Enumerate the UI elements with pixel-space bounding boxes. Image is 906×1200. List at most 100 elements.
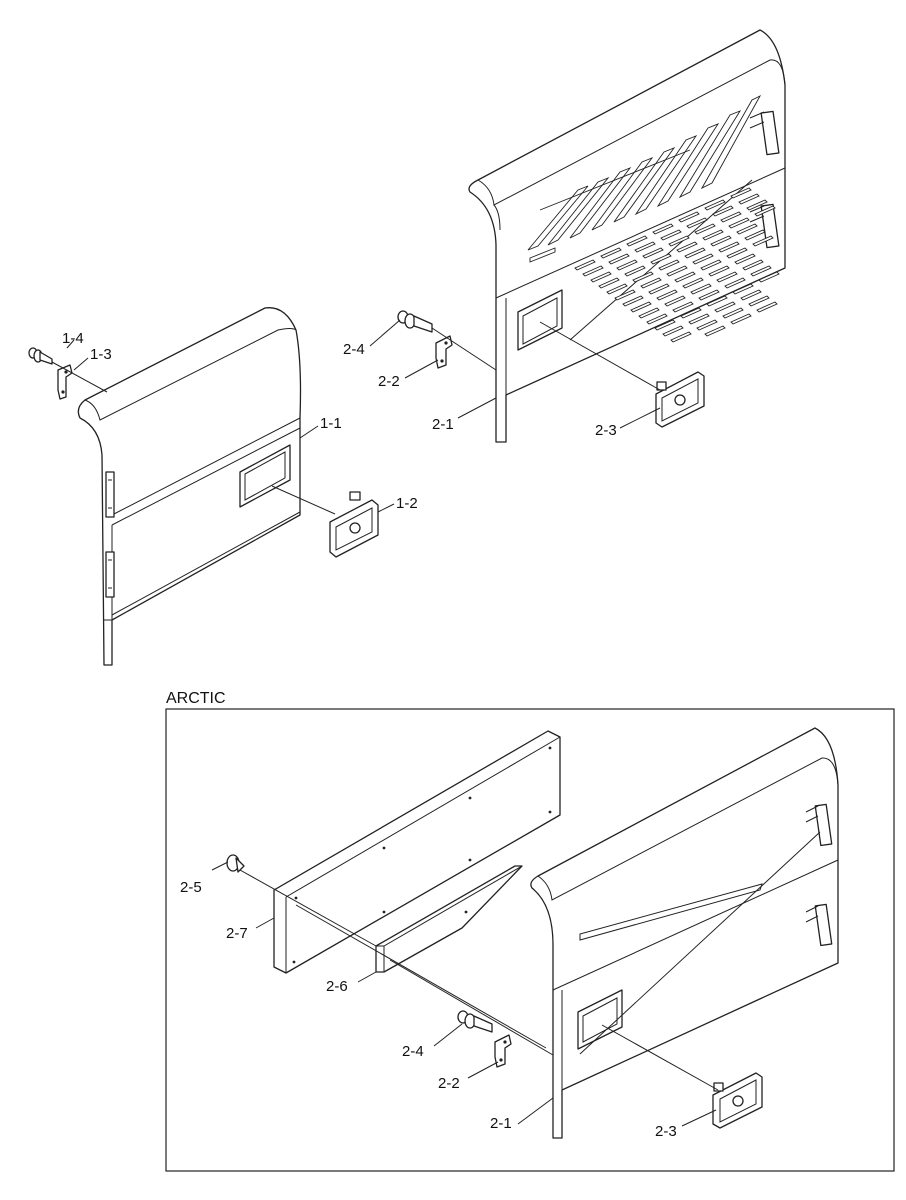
callout-1-1: 1-1	[320, 415, 342, 432]
callout-2-2-top: 2-2	[378, 373, 400, 390]
insulation-board-2-7	[273, 730, 561, 974]
perforation-slot	[590, 271, 612, 283]
latch-2-3-top	[655, 371, 705, 428]
callout-2-5: 2-5	[180, 879, 202, 896]
callout-2-1-arctic: 2-1	[490, 1115, 512, 1132]
perforation-slot	[662, 325, 684, 337]
perforation-slot	[582, 265, 604, 277]
callout-2-3-top: 2-3	[595, 422, 617, 439]
perforation-slot	[614, 289, 636, 301]
callout-2-3-arctic: 2-3	[655, 1123, 677, 1140]
perforation-slot	[684, 247, 706, 259]
perforation-slot	[730, 187, 752, 199]
perforation-slot	[606, 283, 628, 295]
perforation-slot	[626, 235, 648, 247]
callout-2-4-top: 2-4	[343, 341, 365, 358]
perforation-slot	[688, 313, 710, 325]
clip-2-2-arctic	[494, 1034, 512, 1068]
perforation-slot	[740, 289, 762, 301]
perforation-slot	[640, 277, 662, 289]
arctic-frame	[165, 708, 895, 1172]
perforation-slot	[696, 319, 718, 331]
perforation-slot	[726, 247, 748, 259]
perforation-slot	[648, 283, 670, 295]
perforation-slot	[704, 199, 726, 211]
perforation-slot	[624, 265, 646, 277]
perforation-slots-top	[527, 94, 762, 263]
perforation-slot	[700, 259, 722, 271]
perforation-slot	[730, 313, 752, 325]
perforation-slot	[698, 289, 720, 301]
perforation-slot	[744, 229, 766, 241]
perforation-slot	[654, 319, 676, 331]
plug-2-5	[226, 854, 245, 873]
perforation-slot	[656, 289, 678, 301]
callout-1-2: 1-2	[396, 495, 418, 512]
perforation-slot	[632, 271, 654, 283]
perforation-slot	[694, 223, 716, 235]
clip-1-3	[57, 364, 73, 400]
perforation-slot	[748, 295, 770, 307]
perforation-slot	[728, 217, 750, 229]
perforation-slot	[722, 307, 744, 319]
perforation-slot	[676, 241, 698, 253]
perforation-slot	[680, 307, 702, 319]
arctic-section-title: ARCTIC	[166, 690, 226, 707]
bolt-2-4-top	[397, 310, 433, 333]
perforation-slot	[724, 277, 746, 289]
perforation-slot	[608, 253, 630, 265]
perforation-slot	[646, 313, 668, 325]
perforation-slot	[630, 301, 652, 313]
perforation-slot	[692, 253, 714, 265]
perforation-slot	[672, 301, 694, 313]
perforation-slot	[670, 331, 692, 343]
perforation-slot	[750, 265, 772, 277]
perforation-slot	[746, 199, 768, 211]
side-door-panel-2-1-top	[468, 29, 786, 443]
perforation-slot	[652, 223, 674, 235]
perforation-slot	[714, 301, 736, 313]
callout-2-1-top: 2-1	[432, 416, 454, 433]
perforation-slot	[716, 271, 738, 283]
perforation-slot	[622, 295, 644, 307]
perforation-slot	[598, 277, 620, 289]
callout-2-7: 2-7	[226, 925, 248, 942]
perforation-slot	[756, 301, 778, 313]
perforation-slot	[742, 259, 764, 271]
perforation-slot	[600, 247, 622, 259]
callout-2-2-arctic: 2-2	[438, 1075, 460, 1092]
perforation-slot	[738, 193, 760, 205]
perforation-slot	[668, 235, 690, 247]
perforation-slot	[682, 277, 704, 289]
perforation-slot	[712, 205, 734, 217]
perforation-slot	[732, 283, 754, 295]
perforation-slot	[720, 211, 742, 223]
callout-2-4-arctic: 2-4	[402, 1043, 424, 1060]
perforation-slot	[634, 241, 656, 253]
perforation-slot	[616, 259, 638, 271]
perforation-small-slots	[574, 187, 780, 343]
perforation-slot	[718, 241, 740, 253]
side-door-panel-1-1	[77, 307, 302, 666]
perforation-slot	[666, 265, 688, 277]
perforation-slot	[574, 259, 596, 271]
perforation-slot	[704, 325, 726, 337]
perforation-slot	[658, 259, 680, 271]
callout-2-6: 2-6	[326, 978, 348, 995]
perforation-slot	[690, 283, 712, 295]
perforation-slot	[708, 265, 730, 277]
perforation-slot	[734, 253, 756, 265]
perforation-slot	[638, 307, 660, 319]
latch-2-3-arctic	[712, 1072, 763, 1129]
side-door-panel-2-1-arctic	[530, 727, 839, 1139]
callout-1-3: 1-3	[90, 346, 112, 363]
screw-1-4	[28, 347, 53, 365]
perforation-slot	[702, 229, 724, 241]
perforation-slot	[758, 271, 780, 283]
perforation-slot	[754, 205, 776, 217]
perforation-slot	[660, 229, 682, 241]
perforation-slot	[650, 253, 672, 265]
perforation-slot	[678, 211, 700, 223]
bolt-2-4-arctic	[457, 1010, 493, 1033]
callout-1-4: 1-4	[62, 330, 84, 347]
